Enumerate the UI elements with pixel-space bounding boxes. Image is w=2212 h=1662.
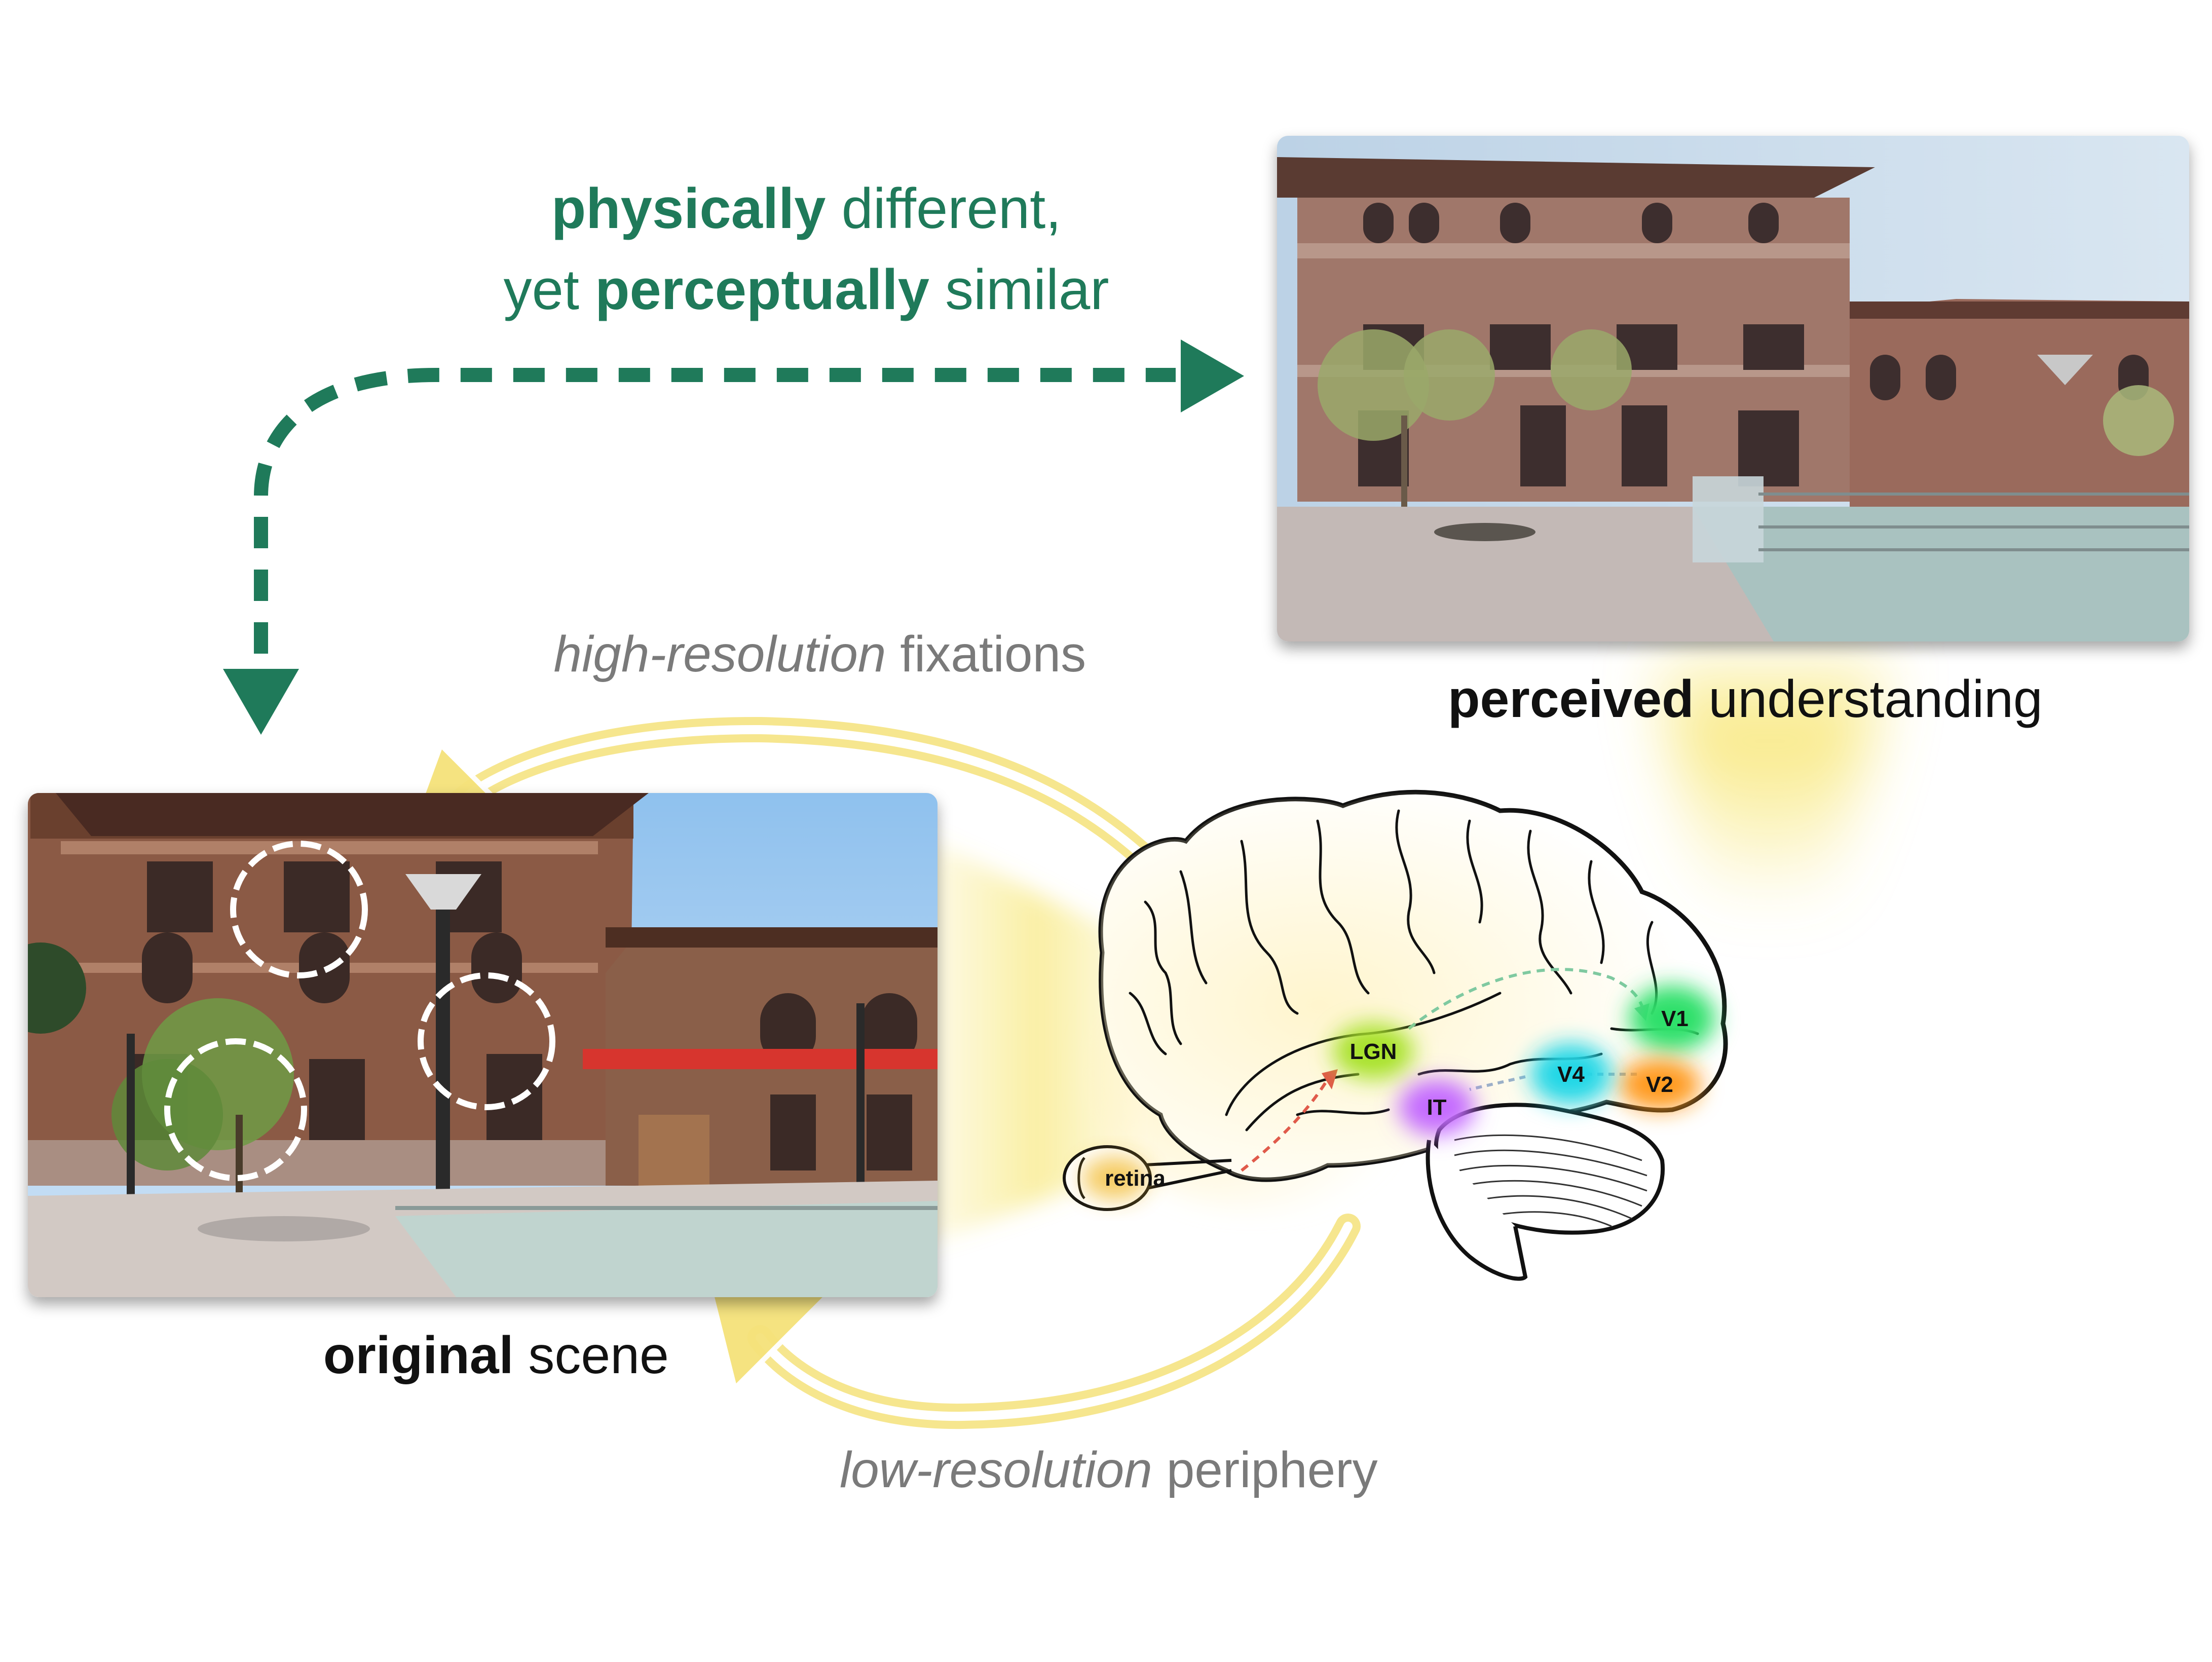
it-region <box>1399 1079 1475 1135</box>
label-v1: V1 <box>1661 1006 1689 1031</box>
similarity-caption-start2: yet <box>504 258 595 321</box>
brainstem <box>1426 1140 1528 1281</box>
similarity-caption-bold2: perceptually <box>595 258 929 321</box>
visual-area-glows <box>1333 986 1715 1135</box>
similarity-caption-line1: physically different, <box>441 177 1140 240</box>
perceived-rest: understanding <box>1694 670 2043 729</box>
high-resolution-rest: fixations <box>886 626 1086 683</box>
original-scene-image <box>28 793 938 1297</box>
perceived-understanding-image <box>1277 136 2189 641</box>
lgn-region <box>1333 1024 1414 1079</box>
original-scene-caption: original scene <box>221 1326 742 1385</box>
original-rest: scene <box>513 1326 668 1385</box>
high-resolution-caption: high-resolution fixations <box>455 626 1156 683</box>
label-lgn: LGN <box>1350 1039 1397 1064</box>
similarity-caption-rest1: different, <box>826 177 1061 240</box>
brain-illustration: retina LGN V1 V2 V4 IT <box>1063 789 1728 1281</box>
similarity-caption-bold1: physically <box>551 177 826 240</box>
perceived-bold: perceived <box>1448 670 1694 729</box>
v2-region <box>1619 1059 1700 1110</box>
original-bold: original <box>323 1326 514 1385</box>
similarity-arrow <box>223 339 1244 735</box>
low-resolution-italic: low-resolution <box>840 1442 1152 1498</box>
similarity-caption-line2: yet perceptually similar <box>393 258 1188 321</box>
retina-eye <box>1063 1145 1232 1211</box>
v4-region <box>1530 1044 1611 1105</box>
label-retina: retina <box>1105 1166 1166 1191</box>
perceived-understanding-caption: perceived understanding <box>1345 670 2116 729</box>
v1-region <box>1629 986 1715 1051</box>
high-resolution-italic: high-resolution <box>553 626 886 683</box>
label-it: IT <box>1427 1095 1446 1120</box>
low-resolution-rest: periphery <box>1152 1442 1378 1498</box>
label-v4: V4 <box>1557 1062 1585 1087</box>
similarity-caption-rest2: similar <box>929 258 1109 321</box>
low-resolution-caption: low-resolution periphery <box>741 1442 1448 1498</box>
label-v2: V2 <box>1646 1072 1673 1097</box>
